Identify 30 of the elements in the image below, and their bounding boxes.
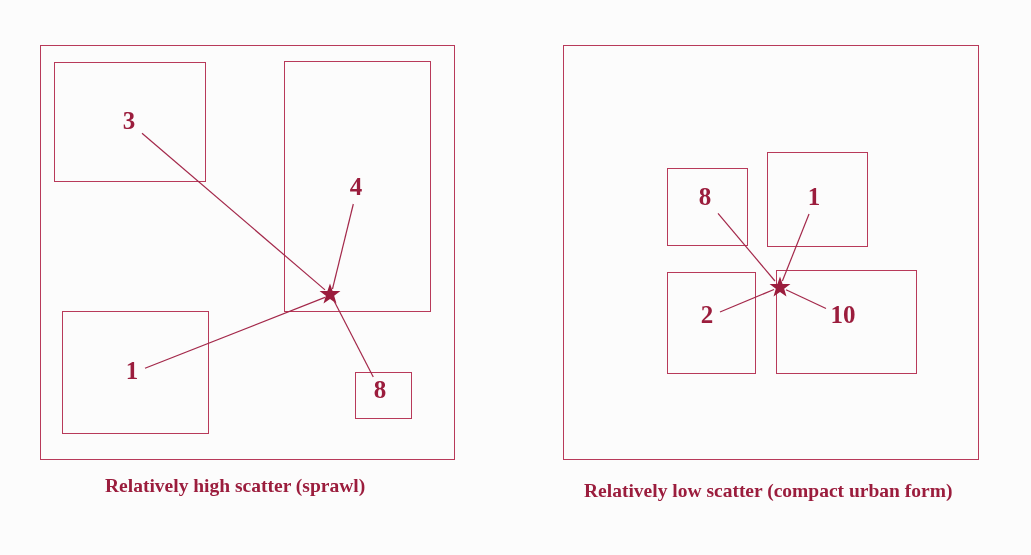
zone-number: 1 [120, 357, 144, 387]
zone-number: 10 [825, 301, 861, 331]
connector-line [331, 203, 354, 290]
zone-number: 1 [802, 183, 826, 213]
parcel-box [666, 167, 748, 246]
region-boundary-box [40, 45, 455, 460]
connector-line [141, 132, 326, 291]
connector-line [719, 288, 775, 313]
panel-caption: Relatively high scatter (sprawl) [105, 475, 366, 497]
connector-line [333, 300, 374, 378]
region-boundary-box [563, 45, 979, 460]
star-marker [768, 275, 791, 298]
parcel-box [354, 371, 412, 419]
parcel-box [666, 271, 756, 374]
parcel-box [61, 310, 209, 434]
parcel-box [283, 60, 431, 312]
zone-number: 8 [693, 183, 717, 213]
connector-line [144, 296, 326, 369]
connector-line [717, 212, 776, 282]
panel-caption: Relatively low scatter (compact urban form) [584, 480, 953, 502]
zone-number: 8 [368, 376, 392, 406]
connector-line [785, 289, 827, 310]
parcel-box [53, 61, 206, 182]
zone-number: 4 [344, 173, 368, 203]
parcel-box [775, 269, 917, 374]
connector-line [781, 213, 810, 282]
star-marker [319, 283, 341, 305]
zone-number: 2 [695, 301, 719, 331]
zone-number: 3 [117, 107, 141, 137]
parcel-box [766, 151, 868, 247]
